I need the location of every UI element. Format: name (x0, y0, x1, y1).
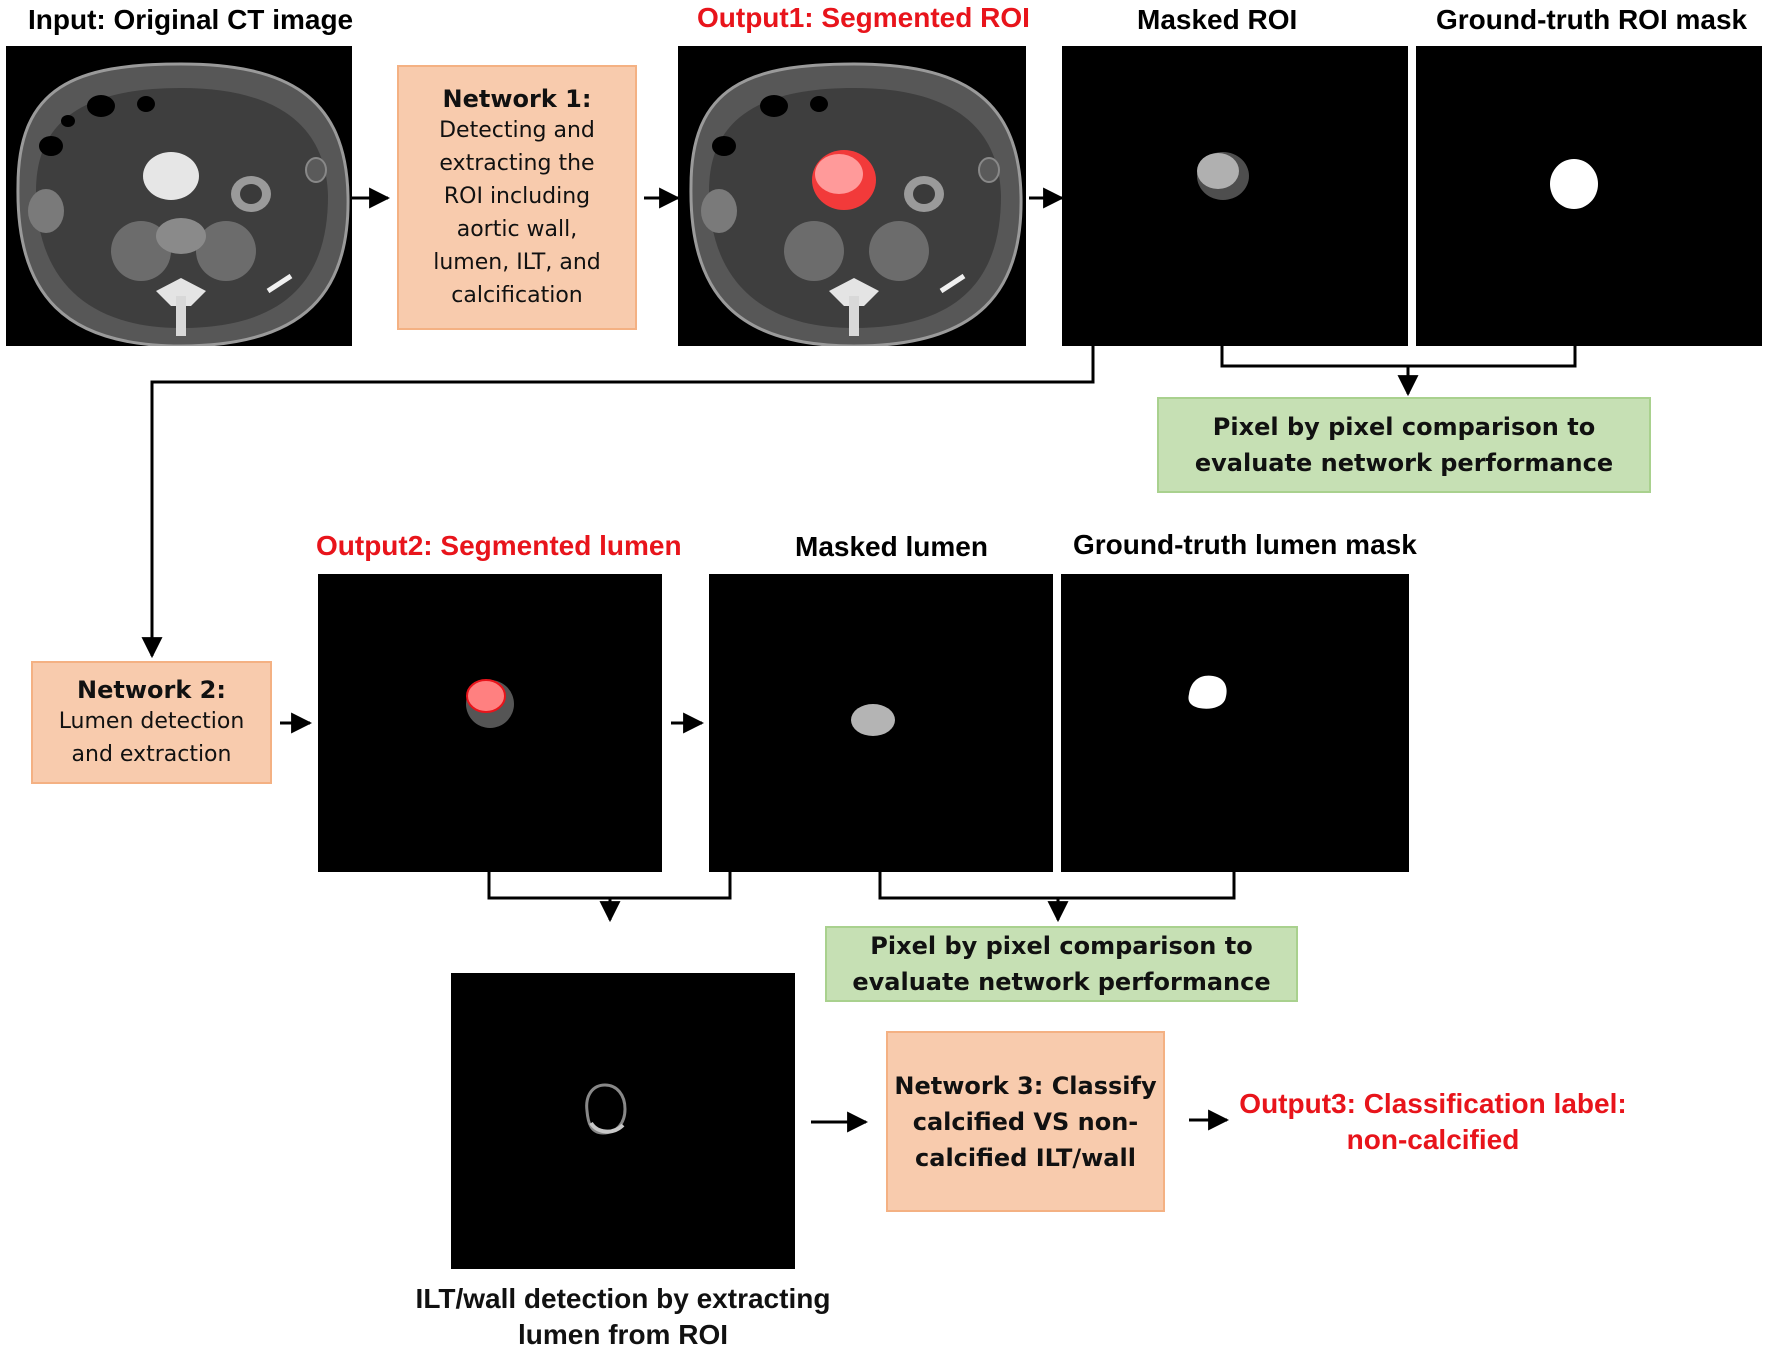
ilt-caption-line: lumen from ROI (517, 1319, 728, 1350)
masked-lumen-label: Masked lumen (795, 531, 988, 562)
gt-roi-mask-image (1416, 46, 1762, 346)
ilt-caption-line: ILT/wall detection by extracting (415, 1283, 831, 1314)
input-ct-image (6, 46, 352, 346)
network1-line: ROI including (443, 183, 591, 209)
network1-line: Detecting and (439, 117, 595, 143)
comparison2-line: evaluate network performance (852, 968, 1271, 996)
masked-roi-image (1062, 46, 1408, 346)
gt-roi-label: Ground-truth ROI mask (1436, 4, 1748, 35)
network3-line: calcified VS non- (912, 1107, 1139, 1136)
network2-box: Network 2: Lumen detection and extractio… (31, 661, 272, 784)
output3-line: Output3: Classification label: (1239, 1088, 1627, 1119)
output1-label: Output1: Segmented ROI (697, 2, 1030, 33)
bracket-ilt-extraction (487, 872, 732, 900)
ilt-caption: ILT/wall detection by extracting lumen f… (380, 1281, 866, 1350)
network3-box: Network 3: Classify calcified VS non- ca… (886, 1031, 1165, 1212)
ilt-wall-image (451, 973, 795, 1269)
comparison2-box: Pixel by pixel comparison to evaluate ne… (825, 926, 1298, 1002)
output3-label: Output3: Classification label: non-calci… (1218, 1086, 1648, 1158)
input-ct-label: Input: Original CT image (28, 4, 354, 35)
line-masked-roi-to-network2 (141, 346, 1095, 659)
comparison1-line: Pixel by pixel comparison to (1212, 413, 1596, 441)
bracket-roi-comparison (1220, 346, 1577, 368)
masked-roi-label: Masked ROI (1137, 4, 1298, 35)
network3-line: Network 3: Classify (894, 1071, 1157, 1100)
output3-line: non-calcified (1346, 1124, 1520, 1155)
gt-lumen-mask-image (1061, 574, 1409, 872)
network1-line: aortic wall, (456, 216, 578, 242)
gt-lumen-label: Ground-truth lumen mask (1073, 529, 1417, 560)
comparison1-line: evaluate network performance (1194, 449, 1614, 477)
segmented-lumen-image (318, 574, 662, 872)
segmented-roi-image (678, 46, 1026, 346)
network1-line: lumen, ILT, and (433, 249, 601, 275)
network3-line: calcified ILT/wall (915, 1143, 1136, 1172)
network1-line: calcification (451, 282, 583, 308)
network2-title: Network 2: (77, 675, 226, 704)
network1-line: extracting the (439, 150, 595, 176)
comparison2-line: Pixel by pixel comparison to (870, 932, 1253, 960)
masked-lumen-image (709, 574, 1053, 872)
bracket-lumen-comparison (878, 872, 1236, 900)
network1-title: Network 1: (442, 84, 592, 113)
network2-line: Lumen detection (58, 708, 245, 734)
network1-box: Network 1: Detecting and extracting the … (397, 65, 637, 330)
network2-line: and extraction (71, 741, 232, 767)
comparison1-box: Pixel by pixel comparison to evaluate ne… (1157, 397, 1651, 493)
output2-label: Output2: Segmented lumen (316, 530, 682, 561)
